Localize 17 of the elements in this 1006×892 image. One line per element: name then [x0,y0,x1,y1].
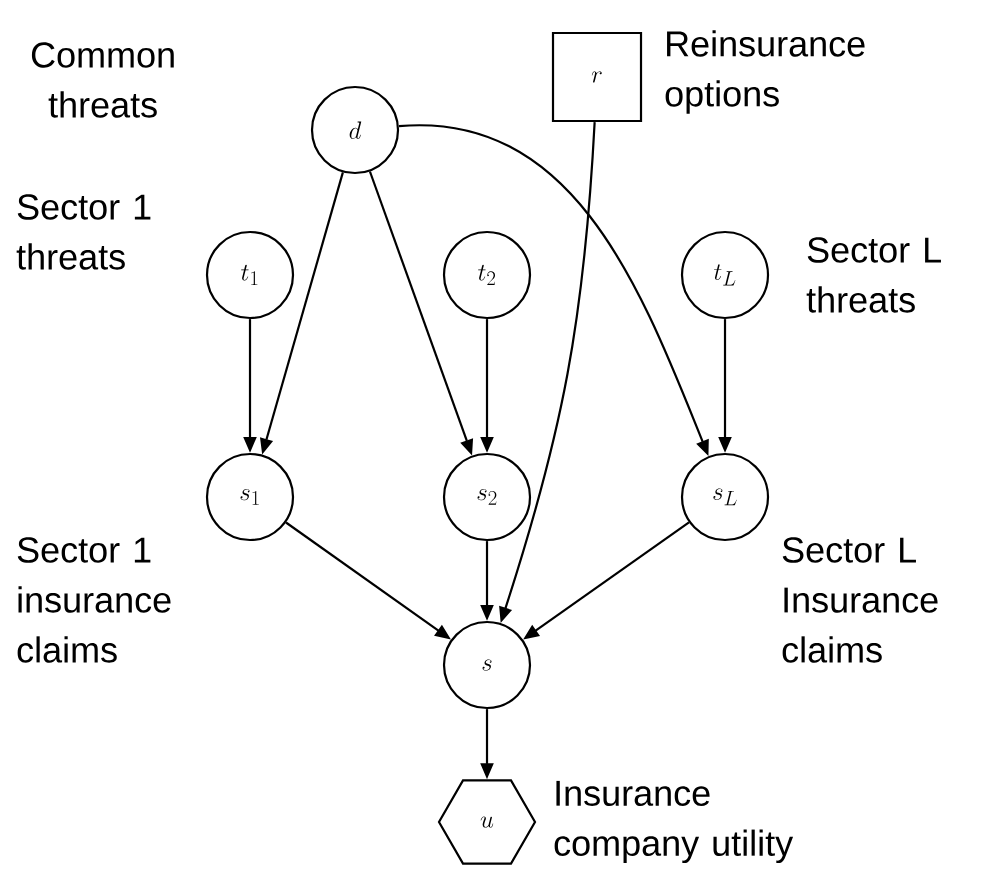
annotation-text: Common threats [31,42,174,118]
square-node: $r$ [551,31,643,123]
circle-node: $t_1$ [205,230,295,320]
circle-node: $d$ [310,85,400,175]
annotation-text: Sector 1 threats [16,194,151,270]
circle-node: $s$ [442,620,532,710]
annotation-text: Sector L Insurance claims [782,537,938,663]
circle-node: $s_L$ [680,452,770,542]
circle-node: $s_1$ [205,452,295,542]
circle-node: $t_L$ [680,230,770,320]
annotation-text: Sector 1 insurance claims [17,537,171,663]
annotation-text: Sector L threats [806,237,941,313]
hexagon-node: $u$ [437,779,537,865]
annotation-text: Insurance company utility [554,780,794,864]
annotation-text: Reinsurance options [665,30,865,114]
circle-node: $t_2$ [442,230,532,320]
circle-node: $s_2$ [442,452,532,542]
